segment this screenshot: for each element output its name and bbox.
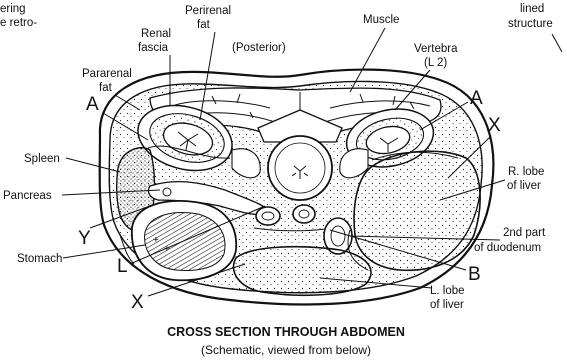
label-perirenal-fat-2: fat: [197, 19, 211, 31]
fragment-top-right-2: structure: [508, 18, 553, 30]
fragment-pointer-line: [552, 34, 562, 52]
caption-title: CROSS SECTION THROUGH ABDOMEN: [167, 325, 405, 339]
label-renal-fascia-2: fascia: [138, 42, 169, 54]
label-vertebra: Vertebra: [414, 43, 458, 55]
label-pancreas: Pancreas: [3, 190, 52, 202]
label-posterior: (Posterior): [232, 42, 286, 54]
label-2nd-part-duodenum: 2nd part: [503, 227, 546, 239]
label-r-lobe-liver: R. lobe: [508, 166, 544, 178]
label-l: L: [117, 256, 128, 277]
svg-text:+: +: [153, 235, 159, 246]
label-2nd-part-duodenum-2: of duodenum: [474, 242, 541, 254]
fragment-top-left-1: ering: [0, 3, 26, 15]
label-l-lobe-liver: L. lobe: [430, 285, 465, 297]
label-a-left: A: [86, 94, 99, 115]
label-perirenal-fat: Perirenal: [185, 5, 231, 17]
label-vertebra-2: (L 2): [424, 57, 447, 69]
label-r-lobe-liver-2: of liver: [507, 180, 541, 192]
label-muscle: Muscle: [363, 14, 399, 26]
label-x-right: X: [488, 115, 501, 136]
fragment-top-left-2: e retro-: [0, 17, 37, 29]
label-y: Y: [78, 228, 91, 249]
left-lobe-liver: [234, 247, 371, 296]
label-l-lobe-liver-2: of liver: [430, 299, 464, 311]
caption-subtitle: (Schematic, viewed from below): [201, 343, 371, 357]
label-pararenal-fat: Pararenal: [82, 68, 132, 80]
label-spleen: Spleen: [24, 153, 60, 165]
label-a-right: A: [470, 88, 483, 109]
label-x-bottom: X: [131, 292, 144, 313]
fragment-top-right-1: lined: [520, 3, 544, 15]
label-b: B: [468, 264, 481, 285]
label-pararenal-fat-2: fat: [99, 82, 113, 94]
label-stomach: Stomach: [17, 253, 62, 265]
label-renal-fascia: Renal: [141, 28, 171, 40]
right-lobe-liver: [348, 151, 480, 270]
